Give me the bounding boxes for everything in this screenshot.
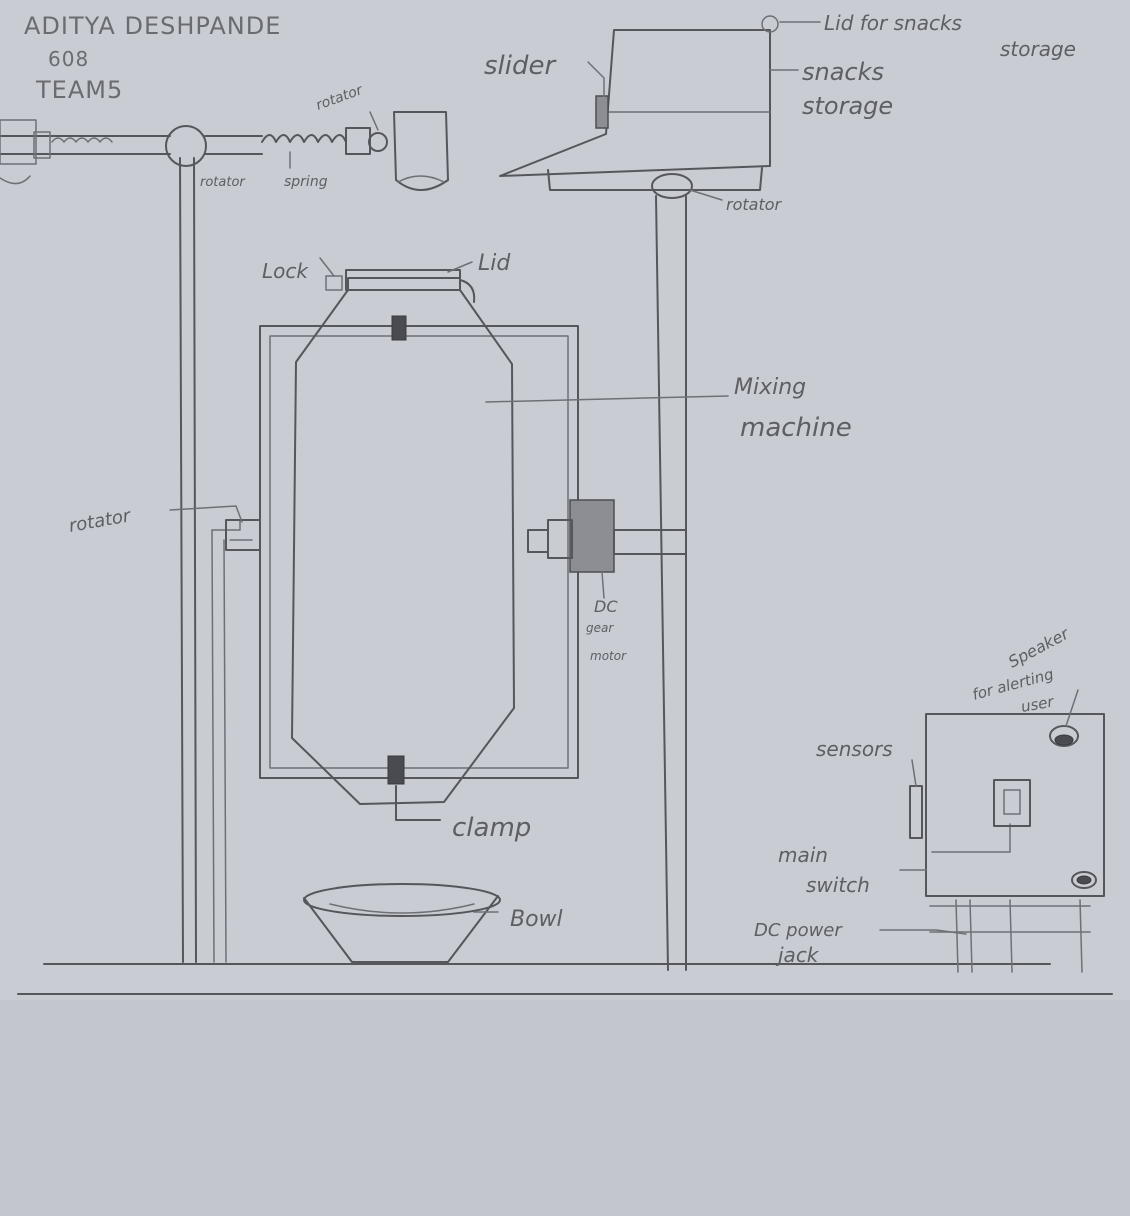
label-dc-3: motor <box>590 649 627 663</box>
label-lid-snacks-1: Lid for snacks <box>824 11 962 35</box>
label-rotator-top-left: rotator <box>200 175 246 190</box>
label-main-2: switch <box>806 873 870 897</box>
label-dc-power-2: jack <box>775 943 820 967</box>
label-snacks-storage-2: storage <box>802 92 893 120</box>
author-name: ADITYA DESHPANDE <box>24 12 281 40</box>
label-sensors: sensors <box>816 737 893 761</box>
label-mixing-2: machine <box>740 413 852 443</box>
label-dc-2: gear <box>586 621 614 635</box>
label-snacks-storage-1: snacks <box>802 58 884 86</box>
label-spring: spring <box>284 174 328 190</box>
label-clamp: clamp <box>452 813 531 843</box>
label-main-1: main <box>778 843 828 867</box>
label-lid-snacks-2: storage <box>1000 37 1076 61</box>
label-bowl: Bowl <box>510 907 563 932</box>
label-slider: slider <box>484 51 557 81</box>
label-dc-1: DC <box>594 597 618 616</box>
team-label: TEAM5 <box>35 76 123 104</box>
label-lock: Lock <box>262 259 309 283</box>
paper-lower-shadow <box>0 1000 1130 1216</box>
label-lid: Lid <box>478 251 511 276</box>
label-mixing-1: Mixing <box>734 375 806 400</box>
label-dc-power-1: DC power <box>754 920 843 941</box>
label-rotator-top-right: rotator <box>726 195 783 214</box>
roll-number: 608 <box>48 47 89 71</box>
